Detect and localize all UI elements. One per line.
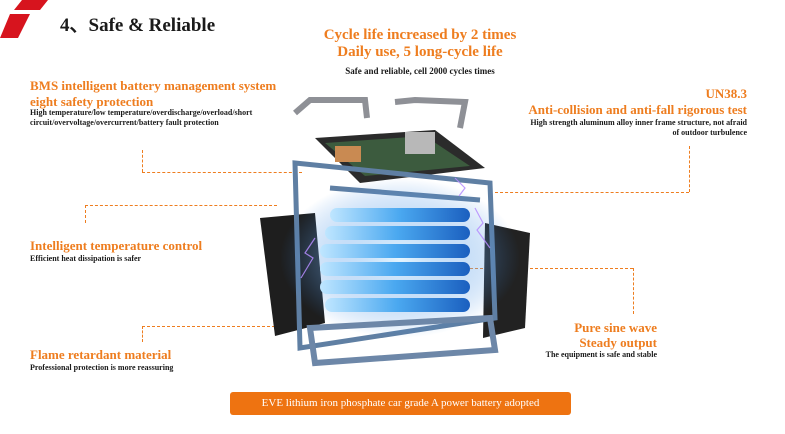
flame-title: Flame retardant material: [30, 347, 172, 362]
un383-desc-line2: of outdoor turbulence: [672, 128, 747, 137]
un383-desc-line1: High strength aluminum alloy inner frame…: [530, 118, 747, 127]
bms-desc-line2: circuit/overvoltage/overcurrent/battery …: [30, 118, 219, 127]
page-title: 4、Safe & Reliable: [60, 15, 216, 36]
leader-temp-v: [85, 205, 86, 223]
bottom-frame: [306, 314, 499, 367]
cycle-life-subtitle: Daily use, 5 long-cycle life: [337, 44, 503, 60]
leader-temp-h: [85, 205, 277, 206]
leader-un383-v: [689, 146, 690, 192]
temp-desc: Efficient heat dissipation is safer: [30, 254, 142, 263]
battery-cells: [320, 208, 470, 312]
leader-bms-h: [142, 172, 302, 173]
leader-sine-h: [470, 268, 633, 269]
sine-title-line2: Steady output: [579, 335, 657, 350]
sine-title-line1: Pure sine wave: [574, 320, 657, 335]
leader-bms-v: [142, 150, 143, 172]
un383-title-line1: UN38.3: [705, 86, 747, 101]
leader-flame-h: [142, 326, 280, 327]
top-handle-right: [394, 96, 469, 129]
battery-exploded-illustration: [260, 96, 530, 367]
sine-desc: The equipment is safe and stable: [545, 350, 657, 359]
leader-un383-h: [495, 192, 689, 193]
cycle-life-desc: Safe and reliable, cell 2000 cycles time…: [345, 66, 495, 76]
bms-title-line1: BMS intelligent battery management syste…: [30, 78, 277, 93]
battery-banner: EVE lithium iron phosphate car grade A p…: [230, 392, 571, 415]
cycle-life-title: Cycle life increased by 2 times: [323, 27, 517, 43]
leader-flame-v: [142, 326, 143, 342]
temp-title: Intelligent temperature control: [30, 238, 203, 253]
un383-title-line2: Anti-collision and anti-fall rigorous te…: [528, 102, 747, 117]
brand-logo: [0, 0, 50, 40]
leader-sine-v: [633, 268, 634, 314]
flame-desc: Professional protection is more reassuri…: [30, 363, 174, 372]
top-handle-left: [293, 97, 370, 119]
bms-title-line2: eight safety protection: [30, 94, 154, 109]
bms-desc-line1: High temperature/low temperature/overdis…: [30, 108, 253, 117]
electric-arcs: [300, 177, 491, 279]
